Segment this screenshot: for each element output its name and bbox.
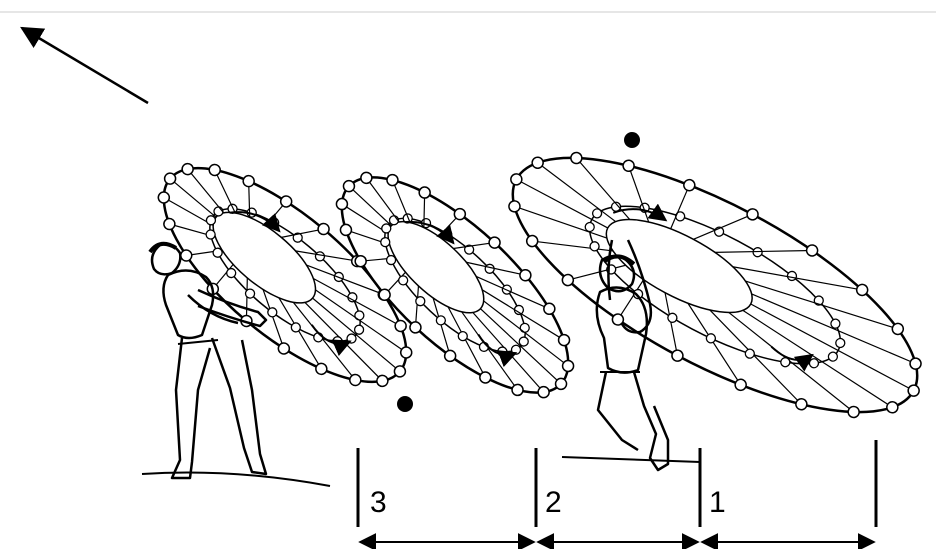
release-direction-arrow <box>22 28 148 103</box>
marker-label-1: 1 <box>709 486 726 519</box>
hammer-orbits <box>124 101 936 468</box>
marker-label-2: 2 <box>545 486 562 519</box>
marker-label-3: 3 <box>370 486 387 519</box>
ground-line-left <box>142 473 330 487</box>
orbit-ring-3 <box>471 101 936 468</box>
hammer-ball <box>397 396 413 412</box>
hammer-ball <box>624 132 640 148</box>
ground-line-right <box>562 457 700 462</box>
